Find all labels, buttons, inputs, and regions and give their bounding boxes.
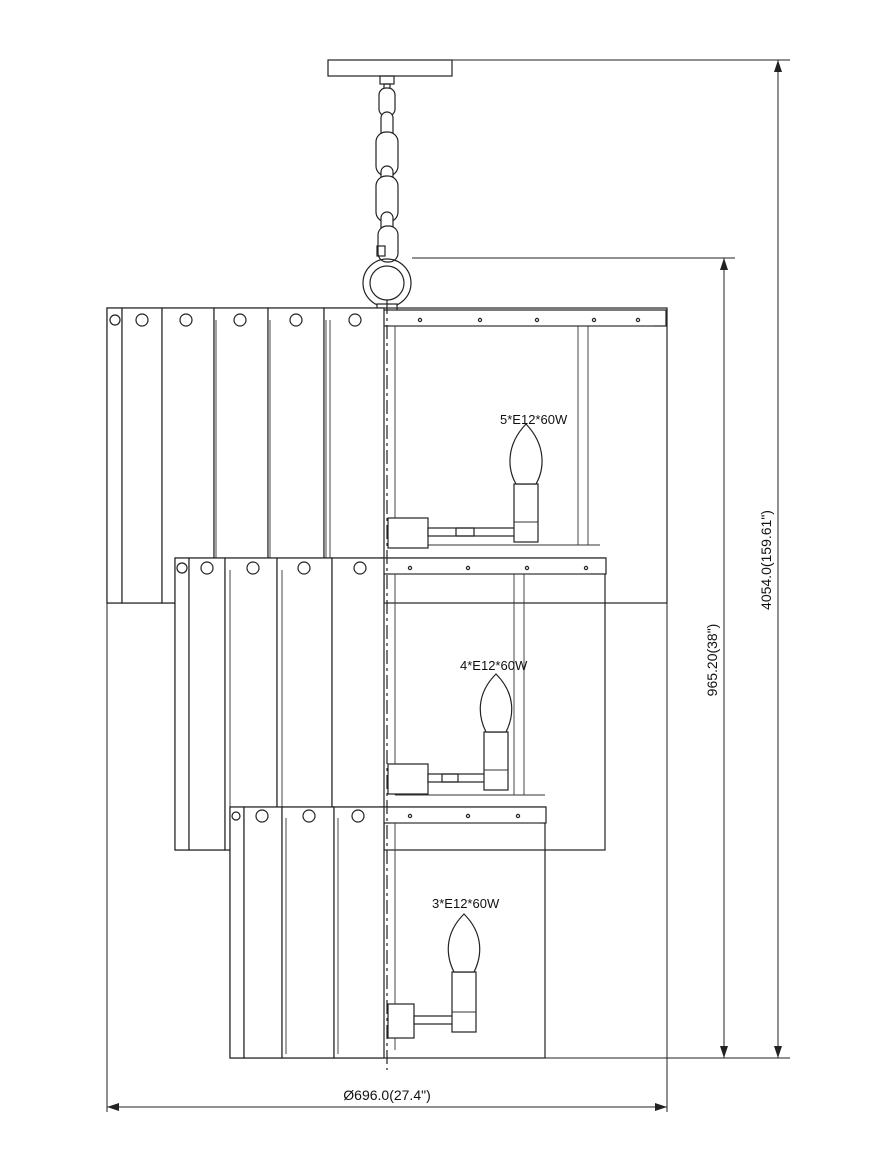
diameter-label: Ø696.0(27.4") [343, 1087, 430, 1103]
tier-2-shade [174, 557, 607, 851]
chain [375, 87, 399, 263]
tier-1-holes [109, 313, 362, 327]
tier-3-panels [229, 806, 385, 1059]
body-height-label: 965.20(38") [704, 624, 720, 697]
body-height-dimension [412, 257, 735, 1058]
tier-1-candle [387, 423, 543, 549]
tier-1-rail-rivets [417, 317, 641, 323]
tier-3-rail-rivets [407, 813, 521, 819]
overall-height-label: 4054.0(159.61") [758, 510, 774, 610]
tier-2-panels [174, 557, 385, 851]
tier-2-rail-rivets [407, 565, 589, 571]
tier-2-holes [176, 561, 367, 575]
canopy [327, 59, 453, 91]
tier-3-bulb-label: 3*E12*60W [432, 896, 500, 911]
tier-3-holes [231, 809, 365, 823]
diameter-dimension [106, 603, 668, 1112]
tier-3-candle [387, 913, 481, 1039]
tier-1-bulb-label: 5*E12*60W [500, 412, 568, 427]
tier-2-bulb-label: 4*E12*60W [460, 658, 528, 673]
tier-1-panels [106, 307, 385, 604]
tier-2-candle [387, 673, 513, 795]
